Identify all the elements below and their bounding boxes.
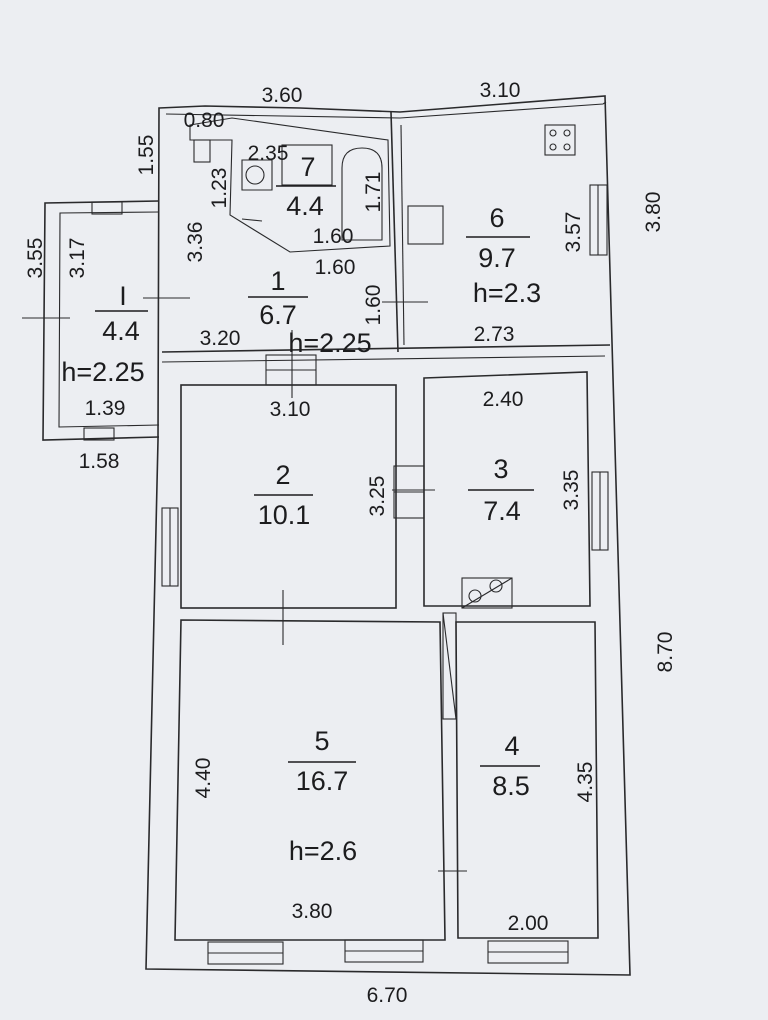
sink-icon (193, 139, 211, 163)
dimension-label: 1.60 (362, 285, 385, 326)
dimension-label: 0.80 (184, 109, 225, 132)
dimension-label: 3.55 (24, 238, 47, 279)
mid-wall (161, 344, 611, 353)
room4-outline (455, 621, 599, 939)
mid-wall-inner (161, 355, 606, 363)
room-number: 1 (270, 266, 285, 296)
room-area: 6.7 (259, 300, 297, 330)
room5-outline (174, 619, 446, 941)
sink-icon-3 (407, 205, 444, 245)
dimension-label: 3.36 (184, 222, 207, 263)
dimension-label: 3.60 (262, 84, 303, 107)
dimension-label: 3.17 (66, 238, 89, 279)
dimension-label: 4.40 (192, 758, 215, 799)
partition-1-6 (390, 111, 399, 353)
dimension-label: 1.55 (135, 135, 158, 176)
dimension-label: 3.35 (560, 470, 583, 511)
room-area: 8.5 (492, 771, 530, 801)
sink-icon-2 (281, 144, 333, 186)
room-area: 10.1 (258, 500, 311, 530)
room-height: h=2.25 (288, 328, 371, 358)
room-area: 16.7 (296, 766, 349, 796)
porch-inner (58, 211, 160, 428)
room-number: 2 (275, 460, 290, 490)
room-number: 6 (489, 203, 504, 233)
bathtub-icon (341, 147, 383, 241)
door-panel (442, 612, 457, 720)
room-area: 7.4 (483, 496, 521, 526)
partition-1-6b (400, 124, 405, 346)
stove-icon (544, 124, 576, 156)
room-number: 5 (314, 726, 329, 756)
dimension-label: 3.10 (270, 398, 311, 421)
room-number: 4 (504, 731, 519, 761)
boiler-icon (461, 577, 513, 609)
dimension-label: 1.71 (362, 172, 385, 213)
room-height: h=2.6 (289, 836, 357, 866)
dimension-label: 1.60 (315, 256, 356, 279)
boiler-icon-c2 (489, 579, 503, 593)
toilet-icon (241, 159, 273, 191)
outer-wall-inner (165, 101, 607, 119)
dimension-label: 3.57 (562, 212, 585, 253)
dimension-label: 3.20 (200, 327, 241, 350)
dimension-label: 2.00 (508, 912, 549, 935)
dimension-label: 1.39 (85, 397, 126, 420)
room-number: 7 (300, 152, 315, 182)
dimension-label: 2.35 (248, 142, 289, 165)
room-area: 9.7 (478, 243, 516, 273)
dimension-label: 1.60 (313, 225, 354, 248)
dimension-label: 4.35 (574, 762, 597, 803)
window-icon (83, 184, 609, 965)
fraction-bars (95, 185, 540, 767)
room-height: h=2.3 (473, 278, 541, 308)
dimension-label: 2.40 (483, 388, 524, 411)
dimension-label: 1.23 (208, 168, 231, 209)
dimension-label: 2.73 (474, 323, 515, 346)
dimension-label: 3.80 (642, 192, 665, 233)
room-height: h=2.25 (61, 357, 144, 387)
dimension-label: 8.70 (654, 632, 677, 673)
door-panel-diag (442, 612, 457, 720)
door-mark (22, 218, 467, 872)
room3-outline (423, 371, 591, 607)
dimension-label: 6.70 (367, 984, 408, 1007)
dimension-label: 3.25 (366, 476, 389, 517)
dimension-label: 3.80 (292, 900, 333, 923)
boiler-icon-c1 (468, 589, 482, 603)
room-number: I (119, 281, 127, 311)
room-area: 4.4 (286, 191, 324, 221)
room-area: 4.4 (102, 316, 140, 346)
boiler-icon-diag (461, 577, 513, 609)
dimension-label: 3.10 (480, 79, 521, 102)
dimension-label: 1.58 (79, 450, 120, 473)
outer-wall (145, 95, 631, 976)
room-number: 3 (493, 454, 508, 484)
